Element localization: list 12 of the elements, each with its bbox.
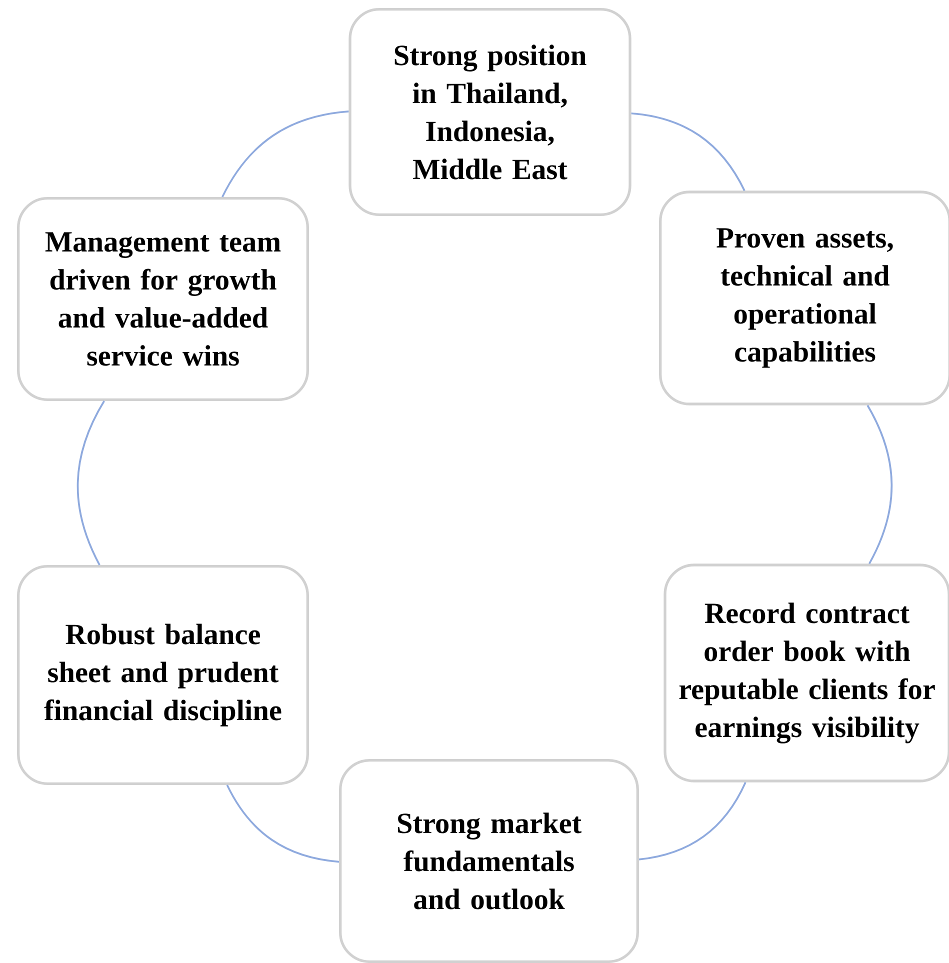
connector-arc (638, 782, 746, 860)
rounded-box: Record contract order book with reputable clients for earnings visibility (664, 564, 949, 782)
rounded-box: Robust balance sheet and prudent financial discipline (17, 565, 309, 785)
rounded-box: Strong position in Thailand, Indonesia, Middle East (348, 8, 632, 216)
rounded-box: Strong market fundamentals and outlook (339, 759, 639, 963)
rounded-box: Proven assets, technical and operational capabilities (659, 190, 949, 406)
connector-arc (631, 112, 746, 192)
connector-arc (226, 784, 340, 863)
connector-arc (76, 400, 105, 566)
rounded-box: Management team driven for growth and value-added service wins (17, 197, 309, 401)
connector-arc (222, 110, 349, 198)
connector-arc (866, 404, 893, 564)
